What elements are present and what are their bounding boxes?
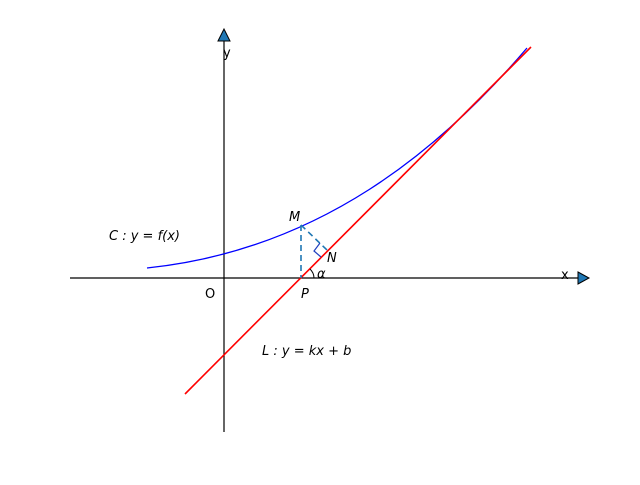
y-axis-arrow-icon (217, 27, 231, 42)
curve-c (146, 47, 528, 269)
angle-arc (309, 268, 315, 279)
origin-label: O (205, 287, 215, 302)
line-l-label: L : y = kx + b (262, 344, 351, 359)
point-p-label: P (301, 287, 309, 302)
curve-c-label: C : y = f(x) (109, 229, 180, 244)
right-angle-marker (313, 242, 322, 258)
point-n-label: N (327, 251, 337, 266)
line-l (184, 46, 532, 395)
point-m-label: M (289, 210, 300, 225)
x-axis-arrow-icon (577, 271, 591, 285)
angle-alpha-label: α (317, 267, 326, 282)
segment-mn (300, 224, 328, 251)
x-axis-label: x (561, 268, 569, 283)
y-axis-label: y (223, 46, 231, 61)
